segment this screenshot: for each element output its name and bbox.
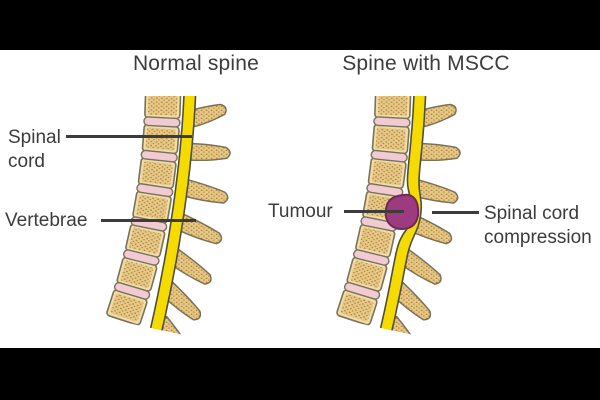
spinous-process bbox=[417, 142, 461, 162]
left-panel-title: Normal spine bbox=[132, 52, 260, 75]
intervertebral-disc bbox=[140, 149, 178, 163]
intervertebral-disc bbox=[113, 281, 151, 300]
mscc-spine-illustration bbox=[336, 96, 461, 335]
spinous-process bbox=[187, 142, 231, 162]
intervertebral-disc bbox=[122, 249, 160, 266]
vertebra-body-texture bbox=[136, 194, 168, 220]
vertebra-body-texture bbox=[377, 96, 408, 116]
spinal-cord-leader-line bbox=[66, 135, 192, 138]
spinous-process bbox=[187, 103, 227, 128]
vertebra-body-texture bbox=[147, 96, 178, 116]
vertebrae-label: Vertebrae bbox=[5, 210, 88, 231]
tumour-label: Tumour bbox=[268, 201, 333, 222]
intervertebral-disc bbox=[343, 281, 381, 300]
letterbox-top-bar bbox=[0, 0, 600, 50]
intervertebral-disc bbox=[370, 149, 408, 163]
normal-spine-illustration bbox=[106, 96, 231, 335]
spinal-cord-label-line2: cord bbox=[8, 151, 45, 172]
vertebrae-leader-line bbox=[101, 219, 196, 222]
intervertebral-disc bbox=[143, 116, 181, 128]
vertebra-body-texture bbox=[145, 127, 176, 151]
compression-leader-line bbox=[432, 211, 479, 214]
intervertebral-disc bbox=[136, 183, 174, 198]
intervertebral-disc bbox=[373, 116, 411, 128]
spinous-process bbox=[169, 248, 212, 285]
vertebra-body-texture bbox=[350, 260, 384, 288]
intervertebral-disc bbox=[352, 249, 390, 266]
vertebra-body-texture bbox=[375, 127, 406, 151]
compression-label: Spinal cord compression bbox=[484, 202, 592, 250]
vertebra-body-texture bbox=[110, 293, 144, 322]
compression-label-line1: Spinal cord bbox=[484, 203, 580, 224]
vertebra-body-texture bbox=[371, 161, 403, 186]
tumour-leader-line bbox=[344, 210, 404, 213]
spinal-cord-label: Spinal cord bbox=[8, 126, 61, 174]
spinous-process bbox=[412, 178, 459, 204]
spinous-process bbox=[182, 178, 229, 204]
vertebra-body-texture bbox=[120, 260, 154, 288]
vertebra-body-texture bbox=[129, 227, 162, 254]
spinous-process bbox=[162, 281, 202, 321]
vertebra-body-texture bbox=[141, 161, 173, 186]
letterbox-bottom-bar bbox=[0, 348, 600, 400]
diagram-background bbox=[0, 50, 600, 348]
spinous-process bbox=[392, 281, 432, 321]
vertebra-body-texture bbox=[340, 293, 374, 322]
intervertebral-disc bbox=[366, 183, 404, 198]
compression-label-line2: compression bbox=[484, 227, 592, 248]
spinous-process bbox=[417, 103, 457, 128]
vertebra-body-texture bbox=[359, 227, 392, 254]
spinous-process bbox=[399, 248, 442, 285]
spinal-cord-label-line1: Spinal bbox=[8, 127, 61, 148]
right-panel-title: Spine with MSCC bbox=[342, 52, 510, 75]
